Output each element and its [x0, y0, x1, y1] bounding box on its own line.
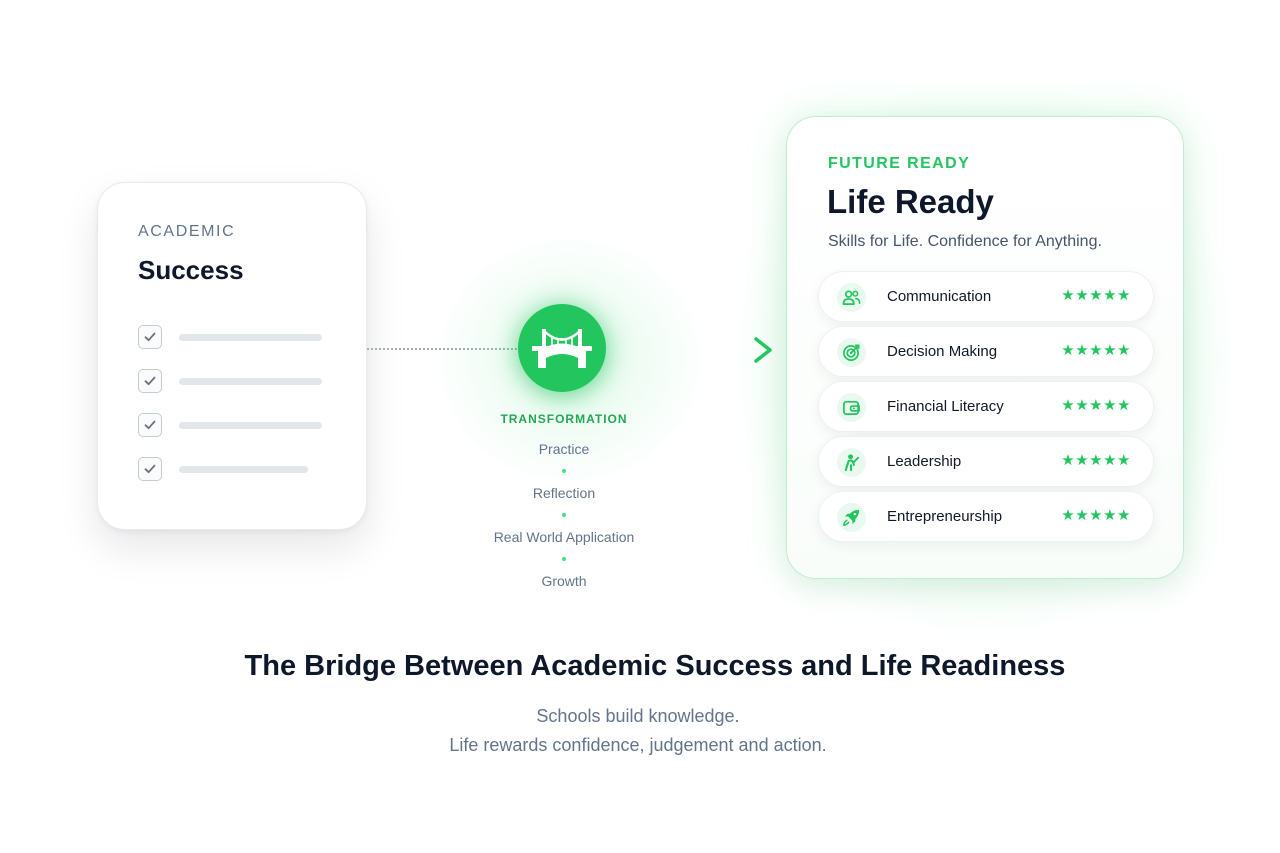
skill-label: Decision Making [887, 343, 998, 360]
skill-label: Leadership [887, 453, 962, 470]
dotted-connector [367, 348, 517, 350]
checkbox-icon [138, 325, 162, 349]
checklist-item [138, 369, 338, 393]
star-rating: ★★★★★ [1061, 506, 1131, 524]
step-practice: Practice [538, 441, 590, 457]
arrow-icon [600, 337, 772, 363]
skill-row-communication: Communication ★★★★★ [818, 271, 1154, 322]
skill-label: Entrepreneurship [887, 508, 1003, 525]
step-reflection: Reflection [532, 485, 596, 501]
bridge-icon [532, 329, 592, 368]
bridge-badge [518, 304, 606, 392]
skill-label: Communication [887, 288, 992, 305]
wallet-icon [837, 393, 866, 422]
skill-label: Financial Literacy [887, 398, 1004, 415]
tagline-line-1: Schools build knowledge. [536, 706, 740, 726]
checklist-item [138, 457, 338, 481]
checklist-item [138, 325, 338, 349]
star-rating: ★★★★★ [1061, 396, 1131, 414]
star-rating: ★★★★★ [1061, 286, 1131, 304]
placeholder-line [179, 422, 322, 429]
skill-row-decision-making: Decision Making ★★★★★ [818, 326, 1154, 377]
academic-eyebrow: ACADEMIC [138, 223, 236, 240]
step-growth: Growth [541, 573, 587, 589]
headline: The Bridge Between Academic Success and … [244, 650, 1066, 682]
step-dot [562, 513, 566, 517]
checkbox-icon [138, 369, 162, 393]
step-real-world-application: Real World Application [493, 529, 635, 545]
life-subtitle: Skills for Life. Confidence for Anything… [828, 233, 1102, 250]
step-dot [562, 469, 566, 473]
skill-row-leadership: Leadership ★★★★★ [818, 436, 1154, 487]
star-rating: ★★★★★ [1061, 451, 1131, 469]
people-icon [837, 283, 866, 312]
transformation-label: TRANSFORMATION [500, 412, 628, 426]
life-ready-card: FUTURE READY Life Ready Skills for Life.… [786, 116, 1184, 579]
step-dot [562, 557, 566, 561]
checkbox-icon [138, 457, 162, 481]
tagline-line-2: Life rewards confidence, judgement and a… [449, 735, 827, 755]
academic-title: Success [138, 255, 244, 285]
academic-card: ACADEMIC Success [97, 182, 367, 530]
life-title: Life Ready [827, 183, 994, 220]
target-icon [837, 338, 866, 367]
skill-row-entrepreneurship: Entrepreneurship ★★★★★ [818, 491, 1154, 542]
placeholder-line [179, 334, 322, 341]
leader-icon [837, 448, 866, 477]
rocket-icon [837, 503, 866, 532]
life-eyebrow: FUTURE READY [828, 155, 971, 172]
placeholder-line [179, 378, 322, 385]
skill-row-financial-literacy: Financial Literacy ★★★★★ [818, 381, 1154, 432]
checklist-item [138, 413, 338, 437]
placeholder-line [179, 466, 308, 473]
checkbox-icon [138, 413, 162, 437]
star-rating: ★★★★★ [1061, 341, 1131, 359]
